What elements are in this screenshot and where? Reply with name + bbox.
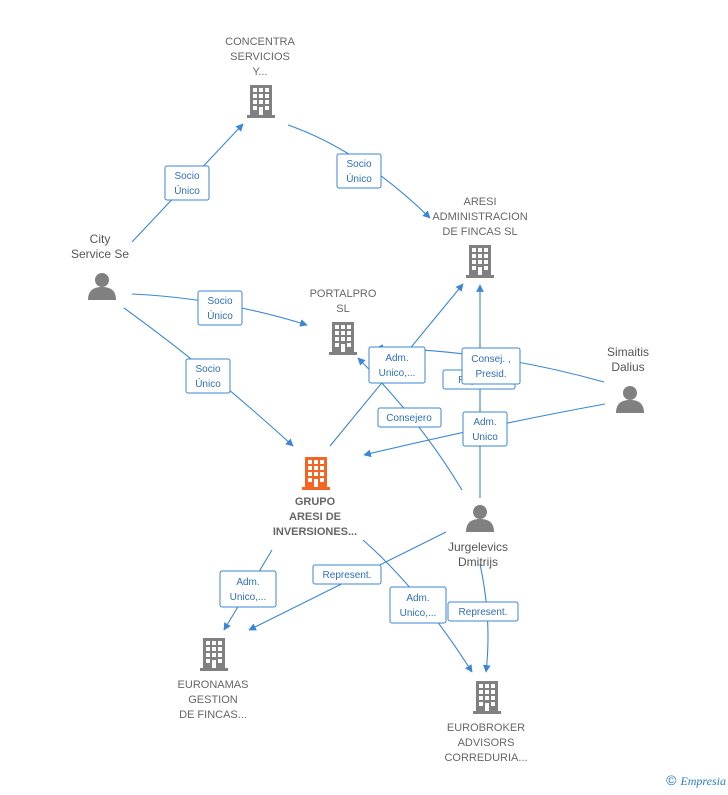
node-label-line: ARESI DE: [289, 511, 341, 523]
node-label-line: GESTION: [188, 694, 238, 706]
edge-label-line: Adm.: [236, 577, 259, 588]
node-label-line: INVERSIONES...: [273, 526, 357, 538]
brand-name: Empresia: [680, 774, 726, 788]
edge-label-adm-unico[interactable]: Adm. Unico,...: [389, 586, 447, 624]
edge-label-consejero[interactable]: Consejero: [377, 407, 442, 428]
edge-label-represent[interactable]: Represent.: [447, 601, 519, 622]
edge-label-represent[interactable]: Represent.: [312, 564, 382, 585]
edge-label-adm-unico[interactable]: Adm. Unico: [462, 411, 508, 447]
company-node-aresi-admin[interactable]: ARESI ADMINISTRACION DE FINCAS SL: [432, 196, 528, 278]
building-icon: [302, 457, 330, 490]
node-label-line: Dmitrijs: [458, 555, 498, 569]
person-node-simaitis[interactable]: Simaitis Dalius: [607, 345, 649, 413]
node-label-line: ADMINISTRACION: [432, 211, 527, 223]
building-icon: [473, 681, 501, 714]
edge-label-line: Adm.: [385, 353, 408, 364]
company-node-euronamas[interactable]: EURONAMAS GESTION DE FINCAS...: [178, 638, 249, 721]
node-label-line: ARESI: [463, 196, 496, 208]
edge-label-line: Único: [174, 184, 200, 197]
edge-label-line: Unico: [472, 432, 498, 443]
node-label-line: SL: [336, 303, 349, 315]
person-icon: [88, 273, 116, 300]
edge-label-line: Unico,...: [400, 608, 437, 619]
building-icon: [466, 245, 494, 278]
edge-label-line: Único: [346, 172, 372, 185]
edge-label-line: Consejero: [386, 413, 432, 424]
brand-watermark: ©Empresia: [666, 772, 726, 789]
person-icon: [466, 505, 494, 532]
edge-label-socio-unico[interactable]: Socio Único: [197, 290, 243, 326]
node-label-line: GRUPO: [295, 496, 336, 508]
edge-label-line: Socio: [346, 159, 371, 170]
company-node-concentra[interactable]: CONCENTRA SERVICIOS Y...: [225, 36, 295, 118]
copyright-icon: ©: [666, 772, 677, 788]
edge-label-line: Único: [207, 309, 233, 322]
edge-label-socio-unico[interactable]: Socio Único: [185, 358, 231, 394]
edge-label-line: Unico,...: [230, 592, 267, 603]
edge-label-line: Socio: [174, 171, 199, 182]
edge-label-line: Represent.: [459, 607, 508, 618]
node-label-line: City: [90, 232, 111, 246]
edge-label-line: Unico,...: [379, 368, 416, 379]
node-label-line: DE FINCAS SL: [442, 226, 517, 238]
edge-label-consej-presid[interactable]: Consej. , Presid.: [461, 347, 521, 385]
building-icon: [247, 85, 275, 118]
edge-label-line: Presid.: [475, 369, 506, 380]
person-node-city-service[interactable]: City Service Se: [71, 232, 129, 300]
building-icon: [200, 638, 228, 671]
node-label-line: Service Se: [71, 247, 129, 261]
edge-label-line: Adm.: [473, 417, 496, 428]
edge-label-line: Socio: [207, 296, 232, 307]
node-label-line: EUROBROKER: [447, 722, 525, 734]
node-label-line: ADVISORS: [458, 737, 515, 749]
node-label-line: SERVICIOS: [230, 51, 290, 63]
node-label-line: Simaitis: [607, 345, 649, 359]
company-node-portalpro[interactable]: PORTALPRO SL: [310, 288, 377, 355]
node-label-line: Jurgelevics: [448, 540, 508, 554]
node-label-line: DE FINCAS...: [179, 709, 247, 721]
person-icon: [616, 386, 644, 413]
edge-label-line: Socio: [195, 364, 220, 375]
edge-label-line: Único: [195, 377, 221, 390]
edge-label-line: Represent.: [323, 570, 372, 581]
company-node-eurobroker[interactable]: EUROBROKER ADVISORS CORREDURIA...: [444, 681, 528, 764]
edges: [123, 123, 606, 673]
edge-label-adm-unico[interactable]: Adm. Unico,...: [368, 346, 426, 384]
person-node-jurgelevics[interactable]: Jurgelevics Dmitrijs: [448, 505, 508, 569]
node-label-line: PORTALPRO: [310, 288, 377, 300]
node-label-line: Dalius: [611, 360, 644, 374]
edge-label-line: Adm.: [406, 593, 429, 604]
node-label-line: CONCENTRA: [225, 36, 295, 48]
edge-label-socio-unico[interactable]: Socio Único: [164, 165, 210, 201]
edge-label-line: Consej. ,: [471, 354, 510, 365]
edge-label-adm-unico[interactable]: Adm. Unico,...: [219, 570, 277, 608]
edge-labels: Socio Único Socio Único Socio Único Soci…: [164, 153, 521, 624]
building-icon: [329, 322, 357, 355]
edge-label-socio-unico[interactable]: Socio Único: [336, 153, 382, 189]
node-label-line: Y...: [252, 66, 267, 78]
node-label-line: CORREDURIA...: [444, 752, 527, 764]
company-node-grupo-aresi[interactable]: GRUPO ARESI DE INVERSIONES...: [273, 457, 357, 538]
node-label-line: EURONAMAS: [178, 679, 249, 691]
